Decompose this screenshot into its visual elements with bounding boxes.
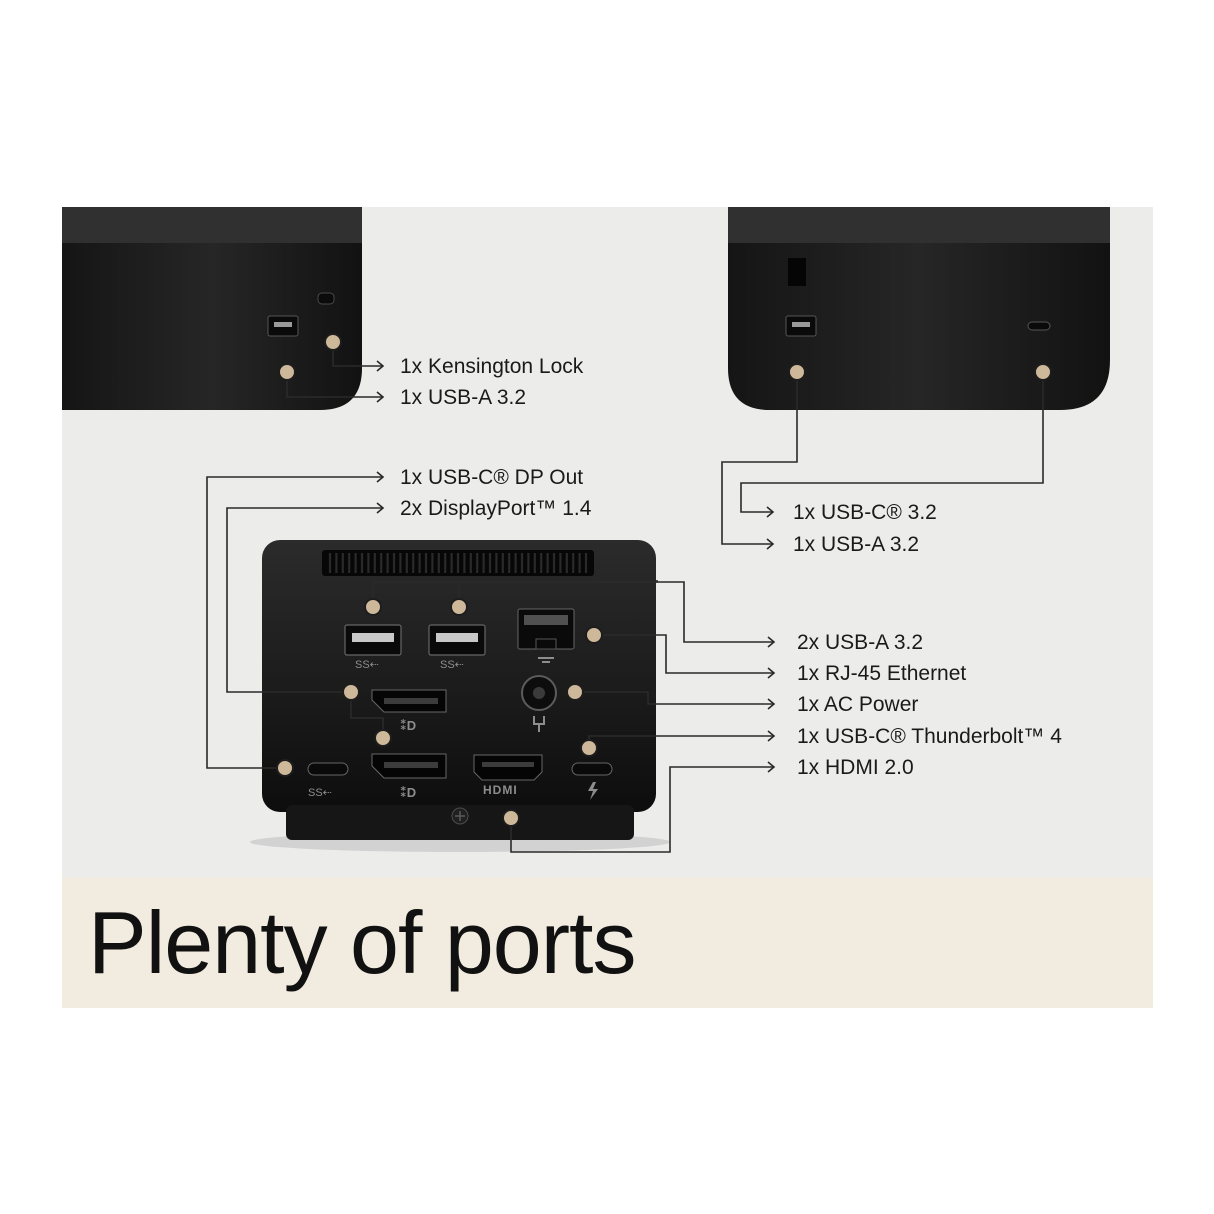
- ac-power-jack: [521, 675, 557, 732]
- displayport-1: ⁑D: [371, 689, 447, 733]
- callout-labels: 1x Kensington Lock 1x USB-A 3.2 1x USB-C…: [400, 355, 1062, 779]
- label-displayport: 2x DisplayPort™ 1.4: [400, 497, 592, 520]
- hdmi-port: HDMI: [473, 754, 543, 797]
- dock-rear-view: SS⇠ SS⇠ ⁑D: [250, 540, 670, 852]
- thunderbolt-icon: [588, 782, 598, 800]
- air-vent: [322, 550, 594, 576]
- lock-slot-right: [788, 258, 806, 286]
- dp-icon: ⁑D: [400, 718, 416, 733]
- usb-a-port-side-left: [267, 315, 299, 337]
- callout-dot-usba-side-right: [788, 363, 806, 381]
- callout-dots: [276, 333, 1052, 827]
- callout-dot-usba-side-left: [278, 363, 296, 381]
- headline-banner: [62, 878, 1153, 1008]
- usb-c-port-side-right: [1027, 321, 1051, 331]
- displayport-2: ⁑D: [371, 753, 447, 800]
- callout-dot-thunderbolt: [580, 739, 598, 757]
- rj45-port: [517, 608, 575, 663]
- label-hdmi: 1x HDMI 2.0: [797, 756, 914, 779]
- leader-lines: [206, 342, 1044, 853]
- label-ac-power: 1x AC Power: [797, 693, 918, 716]
- callout-dot-usba-rear-2: [450, 598, 468, 616]
- callout-dot-hdmi: [502, 809, 520, 827]
- dp-icon: ⁑D: [400, 785, 416, 800]
- callout-dot-usbc-dp-out: [276, 759, 294, 777]
- network-icon: [538, 657, 554, 663]
- usb-a-port-1: SS⇠: [344, 624, 402, 671]
- dock-right-side-view: [728, 207, 1110, 410]
- usb-c-dp-out-port: SS⇠: [307, 762, 349, 799]
- power-plug-icon: [533, 716, 545, 732]
- callout-dot-rj45: [585, 626, 603, 644]
- label-kensington-lock: 1x Kensington Lock: [400, 355, 584, 378]
- thunderbolt-port: [571, 762, 613, 800]
- label-usb-c-dp-out: 1x USB-C® DP Out: [400, 466, 583, 489]
- label-rj45-ethernet: 1x RJ-45 Ethernet: [797, 662, 966, 685]
- callout-dot-usbc-side-right: [1034, 363, 1052, 381]
- dock-left-side-view: [62, 207, 362, 410]
- label-thunderbolt: 1x USB-C® Thunderbolt™ 4: [797, 725, 1062, 748]
- usb-a-port-side-right: [785, 315, 817, 337]
- callout-dot-ac-power: [566, 683, 584, 701]
- callout-dot-dp-2: [374, 729, 392, 747]
- ss-dp-label: SS⇠: [308, 787, 332, 799]
- callout-dot-dp-1: [342, 683, 360, 701]
- hdmi-logo: HDMI: [483, 783, 518, 797]
- label-usb-c-side-right: 1x USB-C® 3.2: [793, 501, 937, 524]
- callout-dot-usba-rear-1: [364, 598, 382, 616]
- screw: [451, 807, 469, 825]
- ss-usb-label: SS⇠: [440, 659, 464, 671]
- callout-dot-kensington: [324, 333, 342, 351]
- label-usb-a-side-left: 1x USB-A 3.2: [400, 386, 526, 409]
- headline: Plenty of ports: [88, 893, 637, 992]
- label-usb-a-rear: 2x USB-A 3.2: [797, 631, 923, 654]
- ss-usb-label: SS⇠: [355, 659, 379, 671]
- label-usb-a-side-right: 1x USB-A 3.2: [793, 533, 919, 556]
- usb-a-port-2: SS⇠: [428, 624, 486, 671]
- kensington-slot: [317, 292, 335, 305]
